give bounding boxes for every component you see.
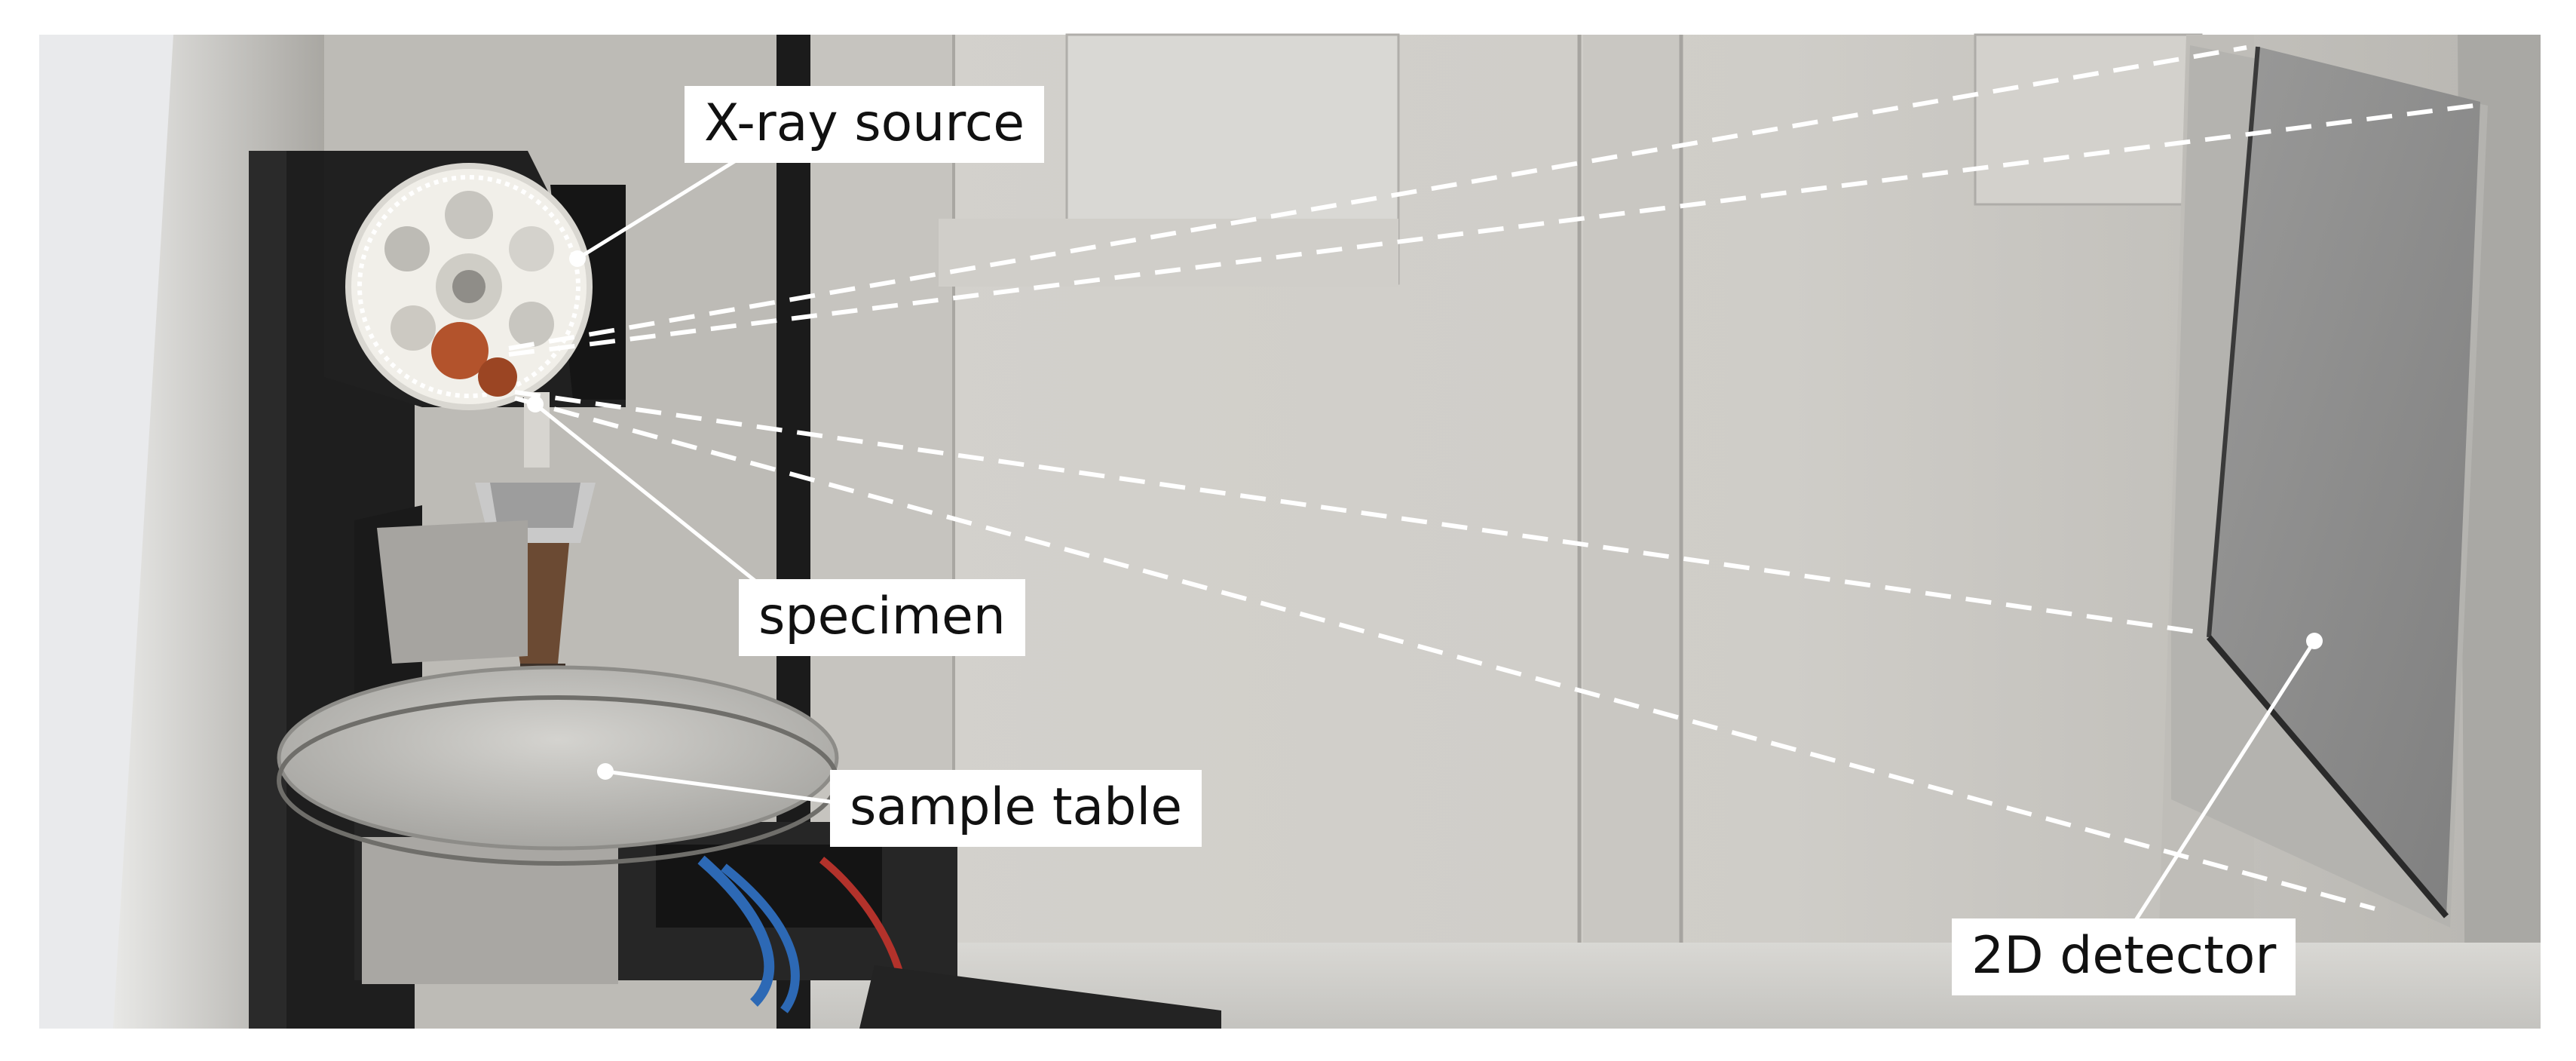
dot-sample-table (597, 763, 614, 780)
label-specimen: specimen (739, 579, 1025, 656)
dot-detector (2306, 633, 2323, 649)
leader-detector (2131, 639, 2317, 925)
xray-source-housing (324, 151, 626, 410)
annotation-leaders (527, 145, 2323, 925)
label-detector: 2D detector (1952, 918, 2296, 995)
dot-specimen (527, 396, 544, 412)
detector-panel (2171, 45, 2488, 928)
label-xray-source: X-ray source (685, 86, 1045, 163)
dot-xray-source (569, 250, 586, 267)
leader-xray-source (576, 145, 759, 261)
leader-sample-table (605, 769, 841, 805)
xray-beam-lines (508, 45, 2487, 911)
beam-line-top-1 (508, 45, 2247, 351)
label-sample-table: sample table (830, 770, 1202, 847)
sample-table (277, 505, 1221, 1029)
beam-line-bottom-2 (514, 396, 2375, 911)
leader-specimen (534, 403, 770, 593)
beam-line-top-2 (508, 102, 2487, 357)
